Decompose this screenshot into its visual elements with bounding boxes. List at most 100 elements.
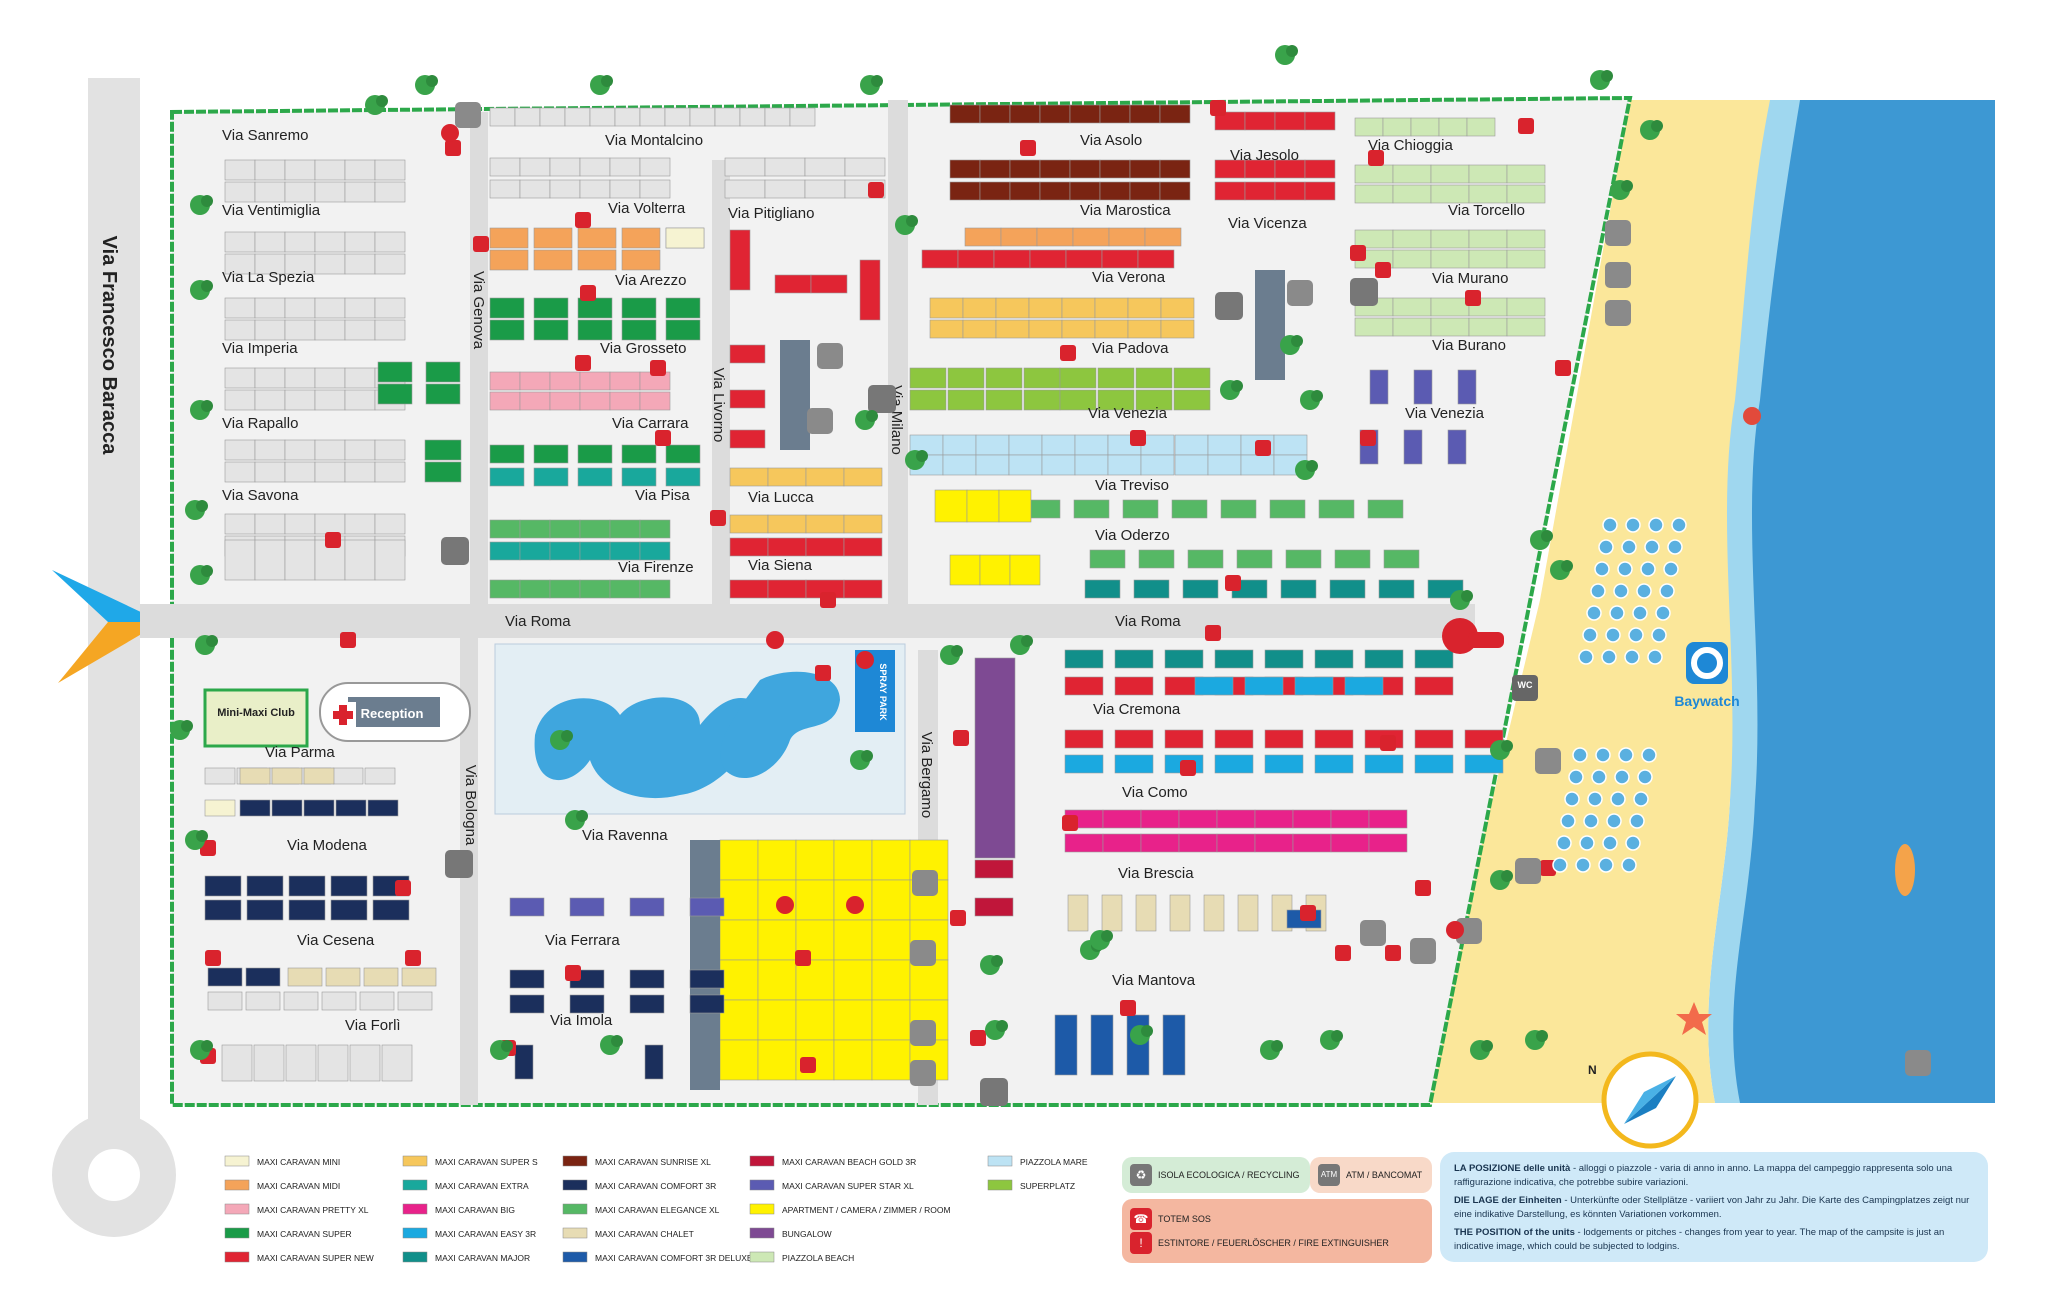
unit: [1506, 229, 1546, 249]
unit: [1140, 454, 1175, 476]
legend-swatch: [749, 1251, 775, 1263]
lifebuoy-icon: [1691, 647, 1723, 679]
unit: [284, 319, 316, 341]
beach-umbrella-icon: [1575, 857, 1591, 873]
unit: [1102, 809, 1142, 829]
unit: [374, 539, 406, 581]
unit: [1392, 317, 1432, 337]
street-label: Via Vicenza: [1228, 215, 1307, 232]
street-label: Via Torcello: [1448, 202, 1525, 219]
mini-maxi-club: [203, 688, 309, 748]
beach-umbrella-icon: [1667, 539, 1683, 555]
unit: [998, 489, 1032, 523]
palm-tree-icon: [980, 955, 1003, 975]
street-label: Via Imola: [550, 1012, 613, 1029]
beach-umbrella-icon: [1598, 539, 1614, 555]
unit: [1107, 454, 1142, 476]
unit: [729, 579, 769, 599]
street-label: Via Asolo: [1080, 132, 1142, 149]
boat-icon: [1895, 844, 1915, 896]
unit: [767, 537, 807, 557]
unit: [689, 969, 725, 989]
unit: [344, 389, 376, 411]
recycling-icon: ♻: [1130, 1164, 1152, 1186]
beach-umbrella-icon: [1641, 747, 1657, 763]
unit: [871, 839, 911, 881]
unit: [1089, 549, 1126, 569]
unit: [1064, 833, 1104, 853]
palm-tree-icon: [190, 280, 213, 300]
unit: [929, 297, 964, 319]
unit: [966, 489, 1000, 523]
unit: [1236, 549, 1273, 569]
unit: [344, 297, 376, 319]
street-label: Via Roma: [1115, 613, 1181, 630]
unit: [1072, 227, 1110, 247]
service-icons: [200, 100, 1931, 1106]
unit: [1304, 159, 1336, 179]
beach-umbrella-icon: [1590, 583, 1606, 599]
fire-extinguisher-icon: [710, 510, 726, 526]
unit: [1069, 159, 1101, 179]
unit: [729, 344, 766, 364]
street-label: Via Siena: [748, 557, 813, 574]
beach-umbrella-icon: [1564, 791, 1580, 807]
recycling-icon: [445, 850, 473, 878]
unit: [363, 967, 399, 987]
unit: [1430, 249, 1470, 269]
beach-umbrella-icon: [1659, 583, 1675, 599]
palm-tree-icon: [1320, 1030, 1343, 1050]
fire-extinguisher-icon: [575, 212, 591, 228]
unit: [344, 513, 376, 535]
lion-icon: [1442, 618, 1504, 654]
unit: [644, 1044, 664, 1080]
street-label: Via Jesolo: [1230, 147, 1299, 164]
unit: [577, 319, 613, 341]
unit: [424, 461, 462, 483]
unit: [1244, 181, 1276, 201]
unit: [719, 879, 759, 921]
fire-extinguisher-icon: [1555, 360, 1571, 376]
via-genova-road: [470, 112, 488, 604]
no-entry-icon: [766, 631, 784, 649]
palm-tree-icon: [185, 830, 208, 850]
unit: [942, 454, 977, 476]
compass-icon: N: [1588, 1051, 1699, 1149]
recycling-icon: [1215, 292, 1243, 320]
street-label: Via Ferrara: [545, 932, 620, 949]
street-label: Via Marostica: [1080, 202, 1171, 219]
fire-extinguisher-icon: [1465, 290, 1481, 306]
legend-label: MAXI CARAVAN EXTRA: [435, 1181, 529, 1191]
fire-extinguisher-icon: [1062, 815, 1078, 831]
legend-swatch: [987, 1179, 1013, 1191]
unit: [1354, 317, 1394, 337]
legend-label: MAXI CARAVAN SUPER NEW: [257, 1253, 374, 1263]
unit: [1240, 454, 1275, 476]
amenity-icon: [807, 408, 833, 434]
unit: [1135, 389, 1173, 411]
unit: [288, 875, 326, 897]
unit: [569, 897, 605, 917]
fire-extinguisher-icon: [800, 1057, 816, 1073]
unit: [374, 297, 406, 319]
unit: [1122, 499, 1159, 519]
unit: [1264, 729, 1304, 749]
via-roma-road: [140, 604, 1475, 638]
unit: [1099, 104, 1131, 124]
legend-label: PIAZZOLA BEACH: [782, 1253, 854, 1263]
atm-legend-label: ATM / BANCOMAT: [1346, 1170, 1423, 1180]
baywatch-station: Baywatch: [1674, 642, 1740, 709]
unit: [271, 799, 303, 817]
unit: [314, 367, 346, 389]
unit: [1164, 649, 1204, 669]
unit: [284, 159, 316, 181]
palm-tree-icon: [1300, 390, 1323, 410]
unit: [1171, 499, 1208, 519]
beach-umbrella-icon: [1621, 857, 1637, 873]
unit: [764, 107, 791, 127]
unit: [549, 179, 581, 199]
unit: [995, 319, 1030, 339]
unit: [1064, 676, 1104, 696]
unit: [1364, 754, 1404, 774]
amenity-icon: [1360, 920, 1386, 946]
